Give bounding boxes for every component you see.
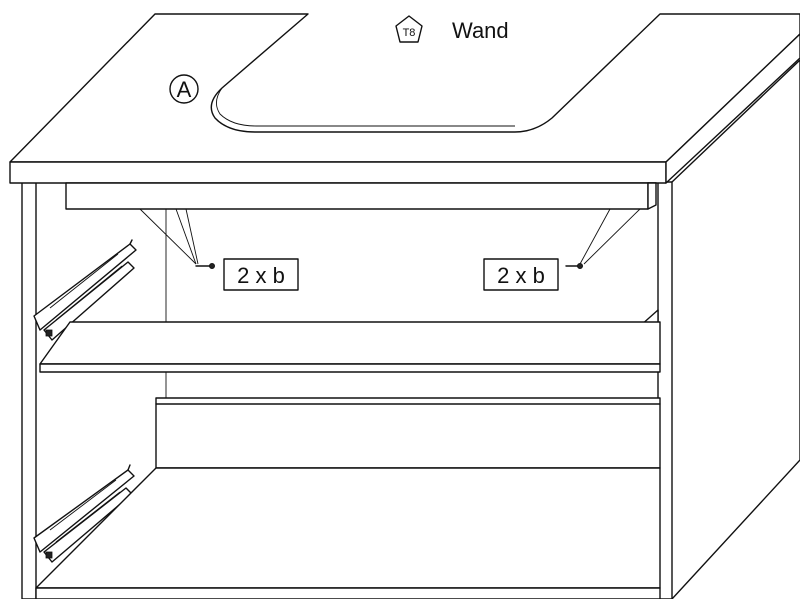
left-side-panel [21, 181, 37, 600]
countertop [9, 13, 800, 184]
drawer-back [155, 372, 661, 469]
top-apron [65, 182, 657, 210]
screw-pointers [139, 208, 641, 265]
callout-left-text: 2 x b [237, 263, 285, 288]
part-marker: A [169, 74, 199, 104]
shelf [39, 321, 661, 373]
callout-right: 2 x b [483, 258, 559, 291]
wall-label: Wand [452, 18, 509, 43]
callout-right-text: 2 x b [497, 263, 545, 288]
wall-badge: T8 [403, 27, 416, 39]
drawer-slide-upper-left [33, 239, 137, 341]
drawer-slide-lower-left [33, 464, 135, 563]
screw-right [565, 262, 584, 269]
callout-left: 2 x b [223, 258, 299, 291]
screw-left [195, 262, 215, 269]
wall-indicator: T8 Wand [395, 15, 509, 43]
part-marker-letter: A [177, 77, 192, 102]
drawer-bottom [35, 467, 661, 600]
